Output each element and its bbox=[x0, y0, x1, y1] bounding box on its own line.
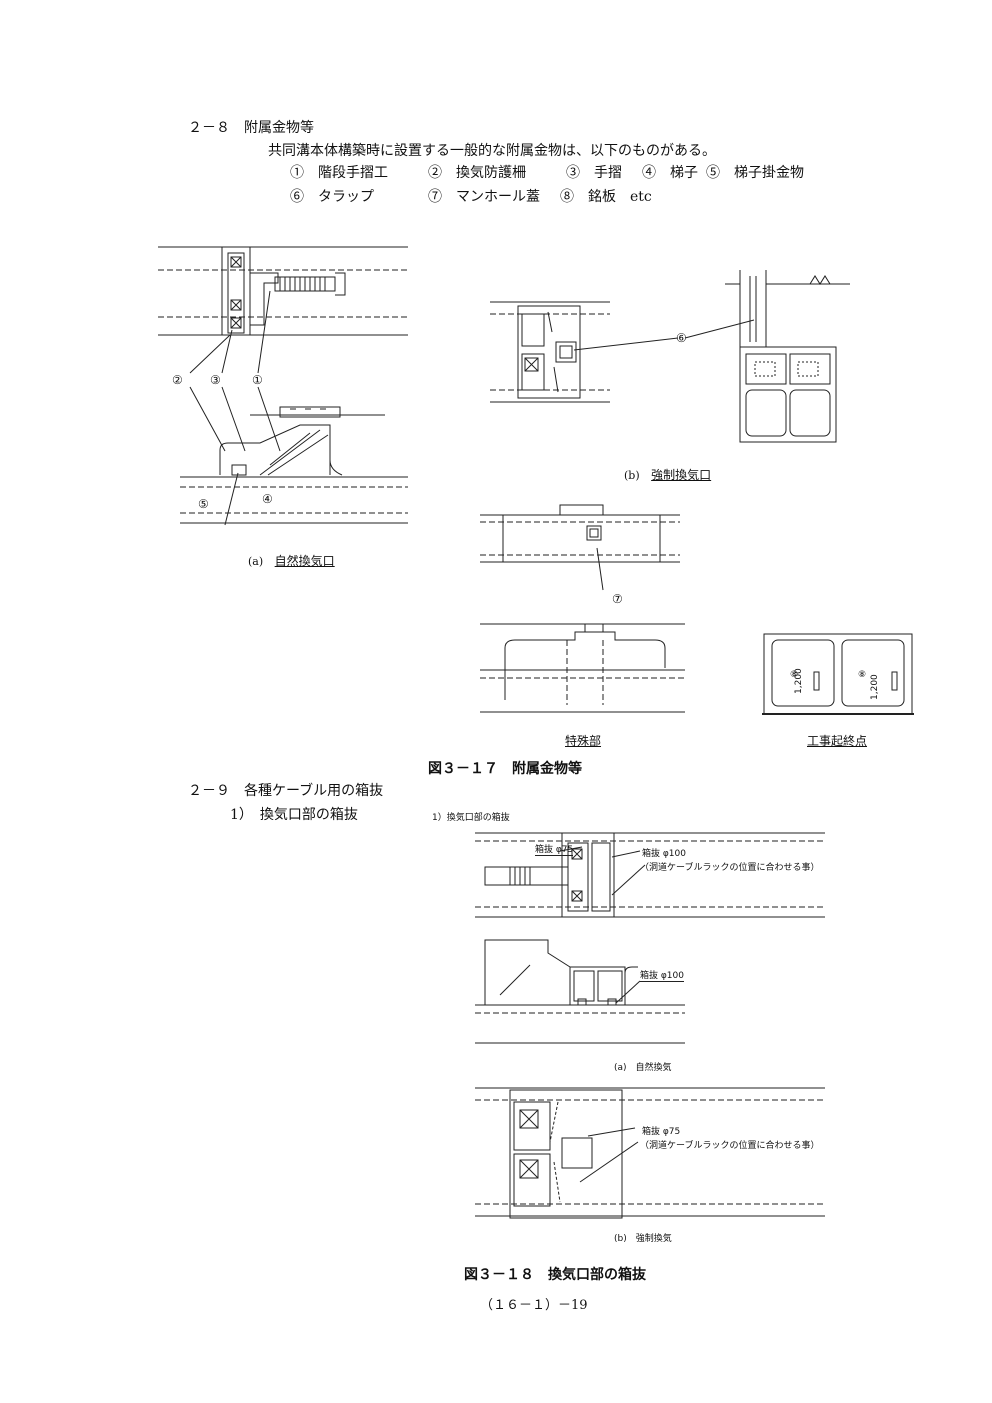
items-line-2: ⑥ タラップ ⑦ マンホール蓋 ⑧ 銘板 etc bbox=[290, 186, 652, 206]
item-4: ④ 梯子 bbox=[642, 165, 698, 181]
callout-5: ⑤ bbox=[198, 497, 209, 511]
label-phi75-b: 箱抜 φ75 bbox=[642, 1127, 681, 1137]
callout-8-right: ⑧ bbox=[858, 670, 867, 680]
note-a: （洞道ケーブルラックの位置に合わせる事） bbox=[640, 863, 820, 873]
item-3: ③ 手摺 bbox=[566, 165, 622, 181]
callout-2: ② bbox=[172, 373, 183, 387]
callout-3: ③ bbox=[210, 373, 221, 387]
section-2-8-heading: ２－８ 附属金物等 bbox=[188, 120, 314, 136]
figure-3-18-title: 図３－１８ 換気口部の箱抜 bbox=[464, 1267, 646, 1283]
items-line-1: ① 階段手摺工 ② 換気防護柵 ③ 手摺 ④ 梯子 ⑤ 梯子掛金物 bbox=[290, 162, 804, 182]
label-phi75-a: 箱抜 φ75 bbox=[535, 842, 574, 856]
callout-7: ⑦ bbox=[612, 592, 623, 606]
figure-box-natural-section bbox=[470, 935, 690, 1050]
figure-endpoint-drawing bbox=[762, 632, 914, 718]
item-6: ⑥ タラップ bbox=[290, 189, 374, 205]
figure-special-section-drawing bbox=[475, 500, 685, 725]
item-2: ② 換気防護柵 bbox=[428, 165, 526, 181]
figure-box-natural-plan bbox=[470, 825, 830, 925]
caption-box-natural: (a) 自然換気 bbox=[614, 1063, 672, 1073]
caption-natural-vent: (a) 自然換気口 bbox=[248, 552, 335, 569]
caption-b-label: 強制換気口 bbox=[651, 468, 712, 482]
item-5: ⑤ 梯子掛金物 bbox=[706, 165, 804, 181]
caption-forced-vent: (b) 強制換気口 bbox=[624, 466, 711, 483]
section-2-9-subheading: 1） 換気口部の箱抜 bbox=[230, 807, 358, 823]
caption-special-section: 特殊部 bbox=[565, 734, 602, 748]
page-number: （１６－１）－19 bbox=[480, 1298, 588, 1313]
item-8: ⑧ 銘板 etc bbox=[560, 189, 652, 205]
caption-b-prefix: (b) bbox=[624, 469, 640, 482]
dimension-left: 1,200 bbox=[794, 668, 804, 694]
item-7: ⑦ マンホール蓋 bbox=[428, 189, 540, 205]
figure-3-17-title: 図３－１７ 附属金物等 bbox=[428, 761, 582, 777]
callout-1: ① bbox=[252, 373, 263, 387]
item-1: ① 階段手摺工 bbox=[290, 165, 388, 181]
label-phi100-section: 箱抜 φ100 bbox=[640, 968, 684, 982]
section-2-9-heading: ２－９ 各種ケーブル用の箱抜 bbox=[188, 783, 384, 799]
label-phi100-a: 箱抜 φ100 bbox=[642, 849, 686, 859]
callout-4: ④ bbox=[262, 492, 273, 506]
caption-endpoint: 工事起終点 bbox=[807, 734, 868, 748]
figure-natural-vent-drawing bbox=[150, 225, 412, 545]
caption-a-label: 自然換気口 bbox=[274, 554, 335, 568]
callout-6: ⑥ bbox=[676, 331, 687, 345]
note-b: （洞道ケーブルラックの位置に合わせる事） bbox=[640, 1141, 820, 1151]
figure-3-18-panel-title: 1）換気口部の箱抜 bbox=[432, 813, 510, 823]
figure-box-forced-plan bbox=[470, 1082, 830, 1227]
callout-8-left: ⑧ bbox=[790, 670, 799, 680]
caption-a-prefix: (a) bbox=[248, 555, 264, 568]
figure-forced-vent-drawing bbox=[470, 262, 860, 452]
section-2-8-intro: 共同溝本体構築時に設置する一般的な附属金物は、以下のものがある。 bbox=[268, 143, 716, 159]
dimension-right: 1,200 bbox=[870, 674, 880, 700]
caption-box-forced: (b) 強制換気 bbox=[614, 1234, 672, 1244]
